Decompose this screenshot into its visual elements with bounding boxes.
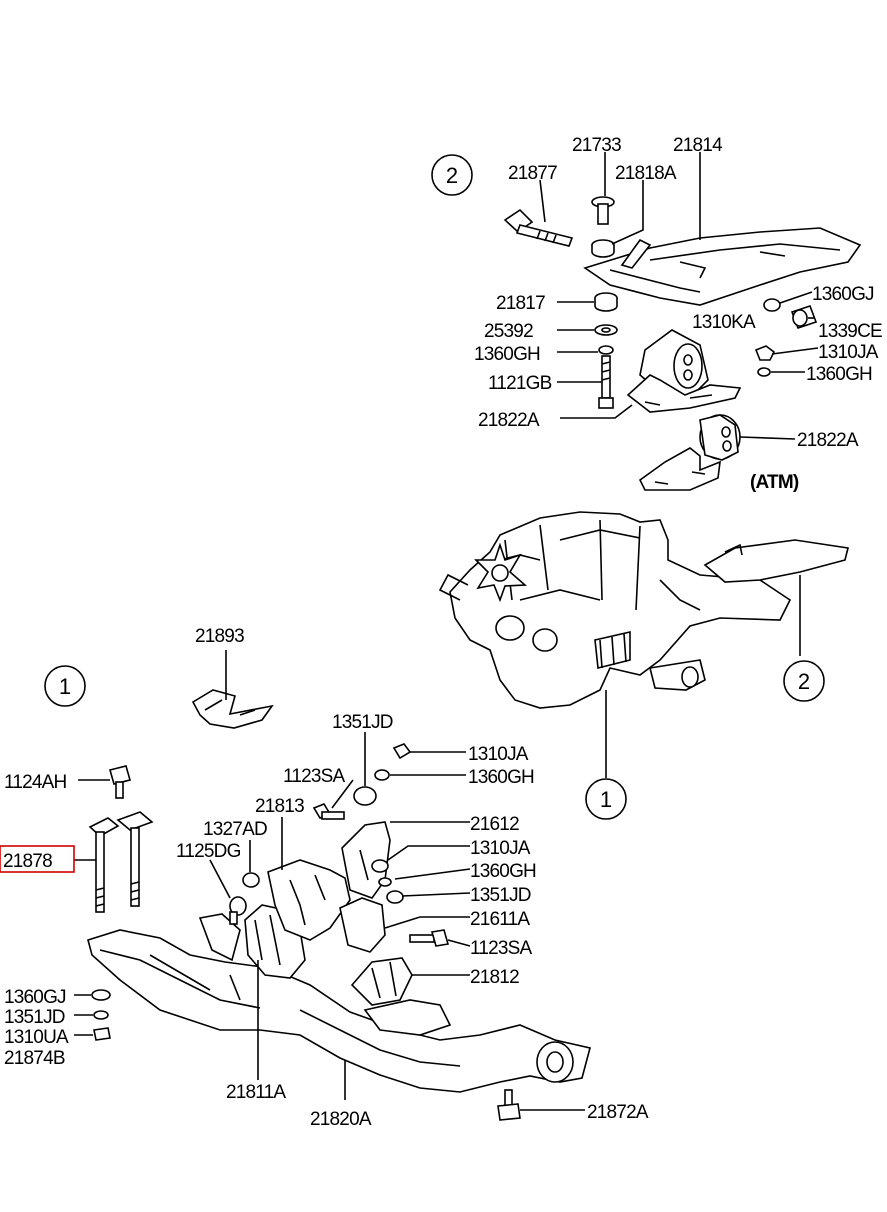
- bolt-1121GB-part[interactable]: [598, 355, 614, 409]
- bolt-21872A-part[interactable]: [497, 1089, 521, 1121]
- nut-1327AD-part[interactable]: [242, 872, 260, 888]
- label-1339CE[interactable]: 1339CE: [818, 321, 883, 342]
- bolt-1123SA-top-part[interactable]: [312, 803, 345, 820]
- bushing-1360GJ-top-part[interactable]: [763, 298, 781, 312]
- label-1123SA-mid[interactable]: 1123SA: [470, 938, 533, 959]
- label-21874B[interactable]: 21874B: [4, 1048, 66, 1069]
- washer-1360GH-mid2-part[interactable]: [378, 877, 392, 887]
- nut-1310JA-mid-part[interactable]: [392, 743, 412, 760]
- nut-1310UA-part[interactable]: [93, 1027, 111, 1041]
- bushing-1339CE-part[interactable]: [790, 304, 818, 330]
- washer-1360GH-top2-part[interactable]: [757, 367, 771, 377]
- engine-transmission-part[interactable]: [438, 511, 849, 709]
- bracket-21612-part[interactable]: [341, 821, 391, 899]
- bolt-1124AH-part[interactable]: [109, 765, 131, 799]
- label-1124AH[interactable]: 1124AH: [4, 772, 67, 793]
- mount-21812-part[interactable]: [350, 957, 452, 1036]
- label-1310JA-mid2[interactable]: 1310JA: [470, 838, 532, 859]
- bolt-1123SA-mid-part[interactable]: [409, 929, 450, 947]
- nut-1310JA-top-part[interactable]: [754, 345, 776, 361]
- washer-1351JD-mid-part[interactable]: [386, 890, 404, 904]
- label-1121GB[interactable]: 1121GB: [488, 373, 552, 394]
- bracket-21813-part[interactable]: [267, 859, 351, 941]
- callout-2-top[interactable]: 2: [431, 154, 473, 196]
- label-21893[interactable]: 21893: [195, 626, 245, 647]
- label-25392[interactable]: 25392: [484, 321, 534, 342]
- label-21822A-a[interactable]: 21822A: [478, 410, 541, 431]
- label-21733[interactable]: 21733: [572, 135, 622, 156]
- label-1360GH-top2[interactable]: 1360GH: [806, 364, 873, 385]
- label-21872A[interactable]: 21872A: [587, 1102, 650, 1123]
- highlight-21878-box: [0, 845, 75, 873]
- label-1310JA-mid[interactable]: 1310JA: [468, 744, 530, 765]
- label-1360GH-mid2[interactable]: 1360GH: [470, 861, 537, 882]
- callout-2-right-label: 2: [798, 669, 810, 694]
- label-21822A-b[interactable]: 21822A: [797, 430, 860, 451]
- bolt-21733-part[interactable]: [591, 196, 615, 225]
- washer-1351JD-top-part[interactable]: [353, 786, 377, 806]
- mount-21822A-atm-part[interactable]: [638, 414, 741, 491]
- washer-1360GH-mid-part[interactable]: [374, 769, 390, 781]
- label-1360GJ-top[interactable]: 1360GJ: [812, 284, 875, 305]
- callout-1-bottom[interactable]: 1: [585, 778, 627, 820]
- label-21612[interactable]: 21612: [470, 814, 520, 835]
- label-1310KA[interactable]: 1310KA: [692, 312, 757, 333]
- label-21877[interactable]: 21877: [508, 163, 558, 184]
- label-21611A[interactable]: 21611A: [470, 909, 531, 930]
- label-21813[interactable]: 21813: [255, 796, 305, 817]
- bracket-21814-part[interactable]: [583, 227, 862, 306]
- washer-25392-part[interactable]: [594, 324, 618, 336]
- callout-1-left[interactable]: 1: [44, 665, 86, 707]
- label-21817[interactable]: 21817: [496, 293, 546, 314]
- label-21878[interactable]: 21878: [3, 851, 53, 872]
- bracket-21611A-part[interactable]: [339, 897, 386, 953]
- label-1351JD-left[interactable]: 1351JD: [4, 1007, 66, 1028]
- label-1310UA[interactable]: 1310UA: [4, 1027, 70, 1048]
- washer-1360GJ-left-part[interactable]: [91, 989, 111, 1001]
- stud-1125DG-part[interactable]: [229, 896, 247, 925]
- label-1327AD[interactable]: 1327AD: [203, 819, 268, 840]
- label-1360GJ-left[interactable]: 1360GJ: [4, 987, 67, 1008]
- nut-1310JA-mid2-part[interactable]: [371, 859, 389, 873]
- label-1125DG[interactable]: 1125DG: [176, 841, 241, 862]
- crossmember-21820A-part[interactable]: [87, 929, 591, 1093]
- bracket-21893-part[interactable]: [191, 689, 274, 729]
- callout-1-left-label: 1: [59, 674, 71, 699]
- label-21812[interactable]: 21812: [470, 967, 520, 988]
- label-1360GH-mid[interactable]: 1360GH: [468, 767, 535, 788]
- mount-21822A-upper-part[interactable]: [626, 329, 742, 413]
- label-1351JD-top[interactable]: 1351JD: [332, 712, 394, 733]
- bolts-21878-part[interactable]: [88, 811, 154, 913]
- label-1123SA-top[interactable]: 1123SA: [283, 766, 346, 787]
- part-labels: 21733 21814 21877 21818A 1360GJ 21817 13…: [0, 135, 883, 1130]
- label-21811A[interactable]: 21811A: [226, 1082, 287, 1103]
- bolt-21877-part[interactable]: [503, 208, 574, 247]
- leader-lines: [74, 152, 819, 1111]
- callout-2-right[interactable]: 2: [783, 660, 825, 702]
- atm-note: (ATM): [750, 472, 799, 493]
- bushing-21817-part[interactable]: [594, 292, 618, 312]
- washer-1360GH-top-part[interactable]: [598, 345, 614, 355]
- callout-1-bottom-label: 1: [600, 787, 612, 812]
- callout-2-top-label: 2: [446, 163, 458, 188]
- label-21820A[interactable]: 21820A: [310, 1109, 373, 1130]
- label-1351JD-mid[interactable]: 1351JD: [470, 885, 532, 906]
- washer-1351JD-left-part[interactable]: [93, 1010, 109, 1020]
- label-1310JA-top[interactable]: 1310JA: [818, 342, 880, 363]
- bushing-21818A-part[interactable]: [591, 239, 615, 258]
- label-21814[interactable]: 21814: [673, 135, 724, 156]
- label-21818A[interactable]: 21818A: [615, 163, 678, 184]
- label-1360GH-top[interactable]: 1360GH: [474, 344, 541, 365]
